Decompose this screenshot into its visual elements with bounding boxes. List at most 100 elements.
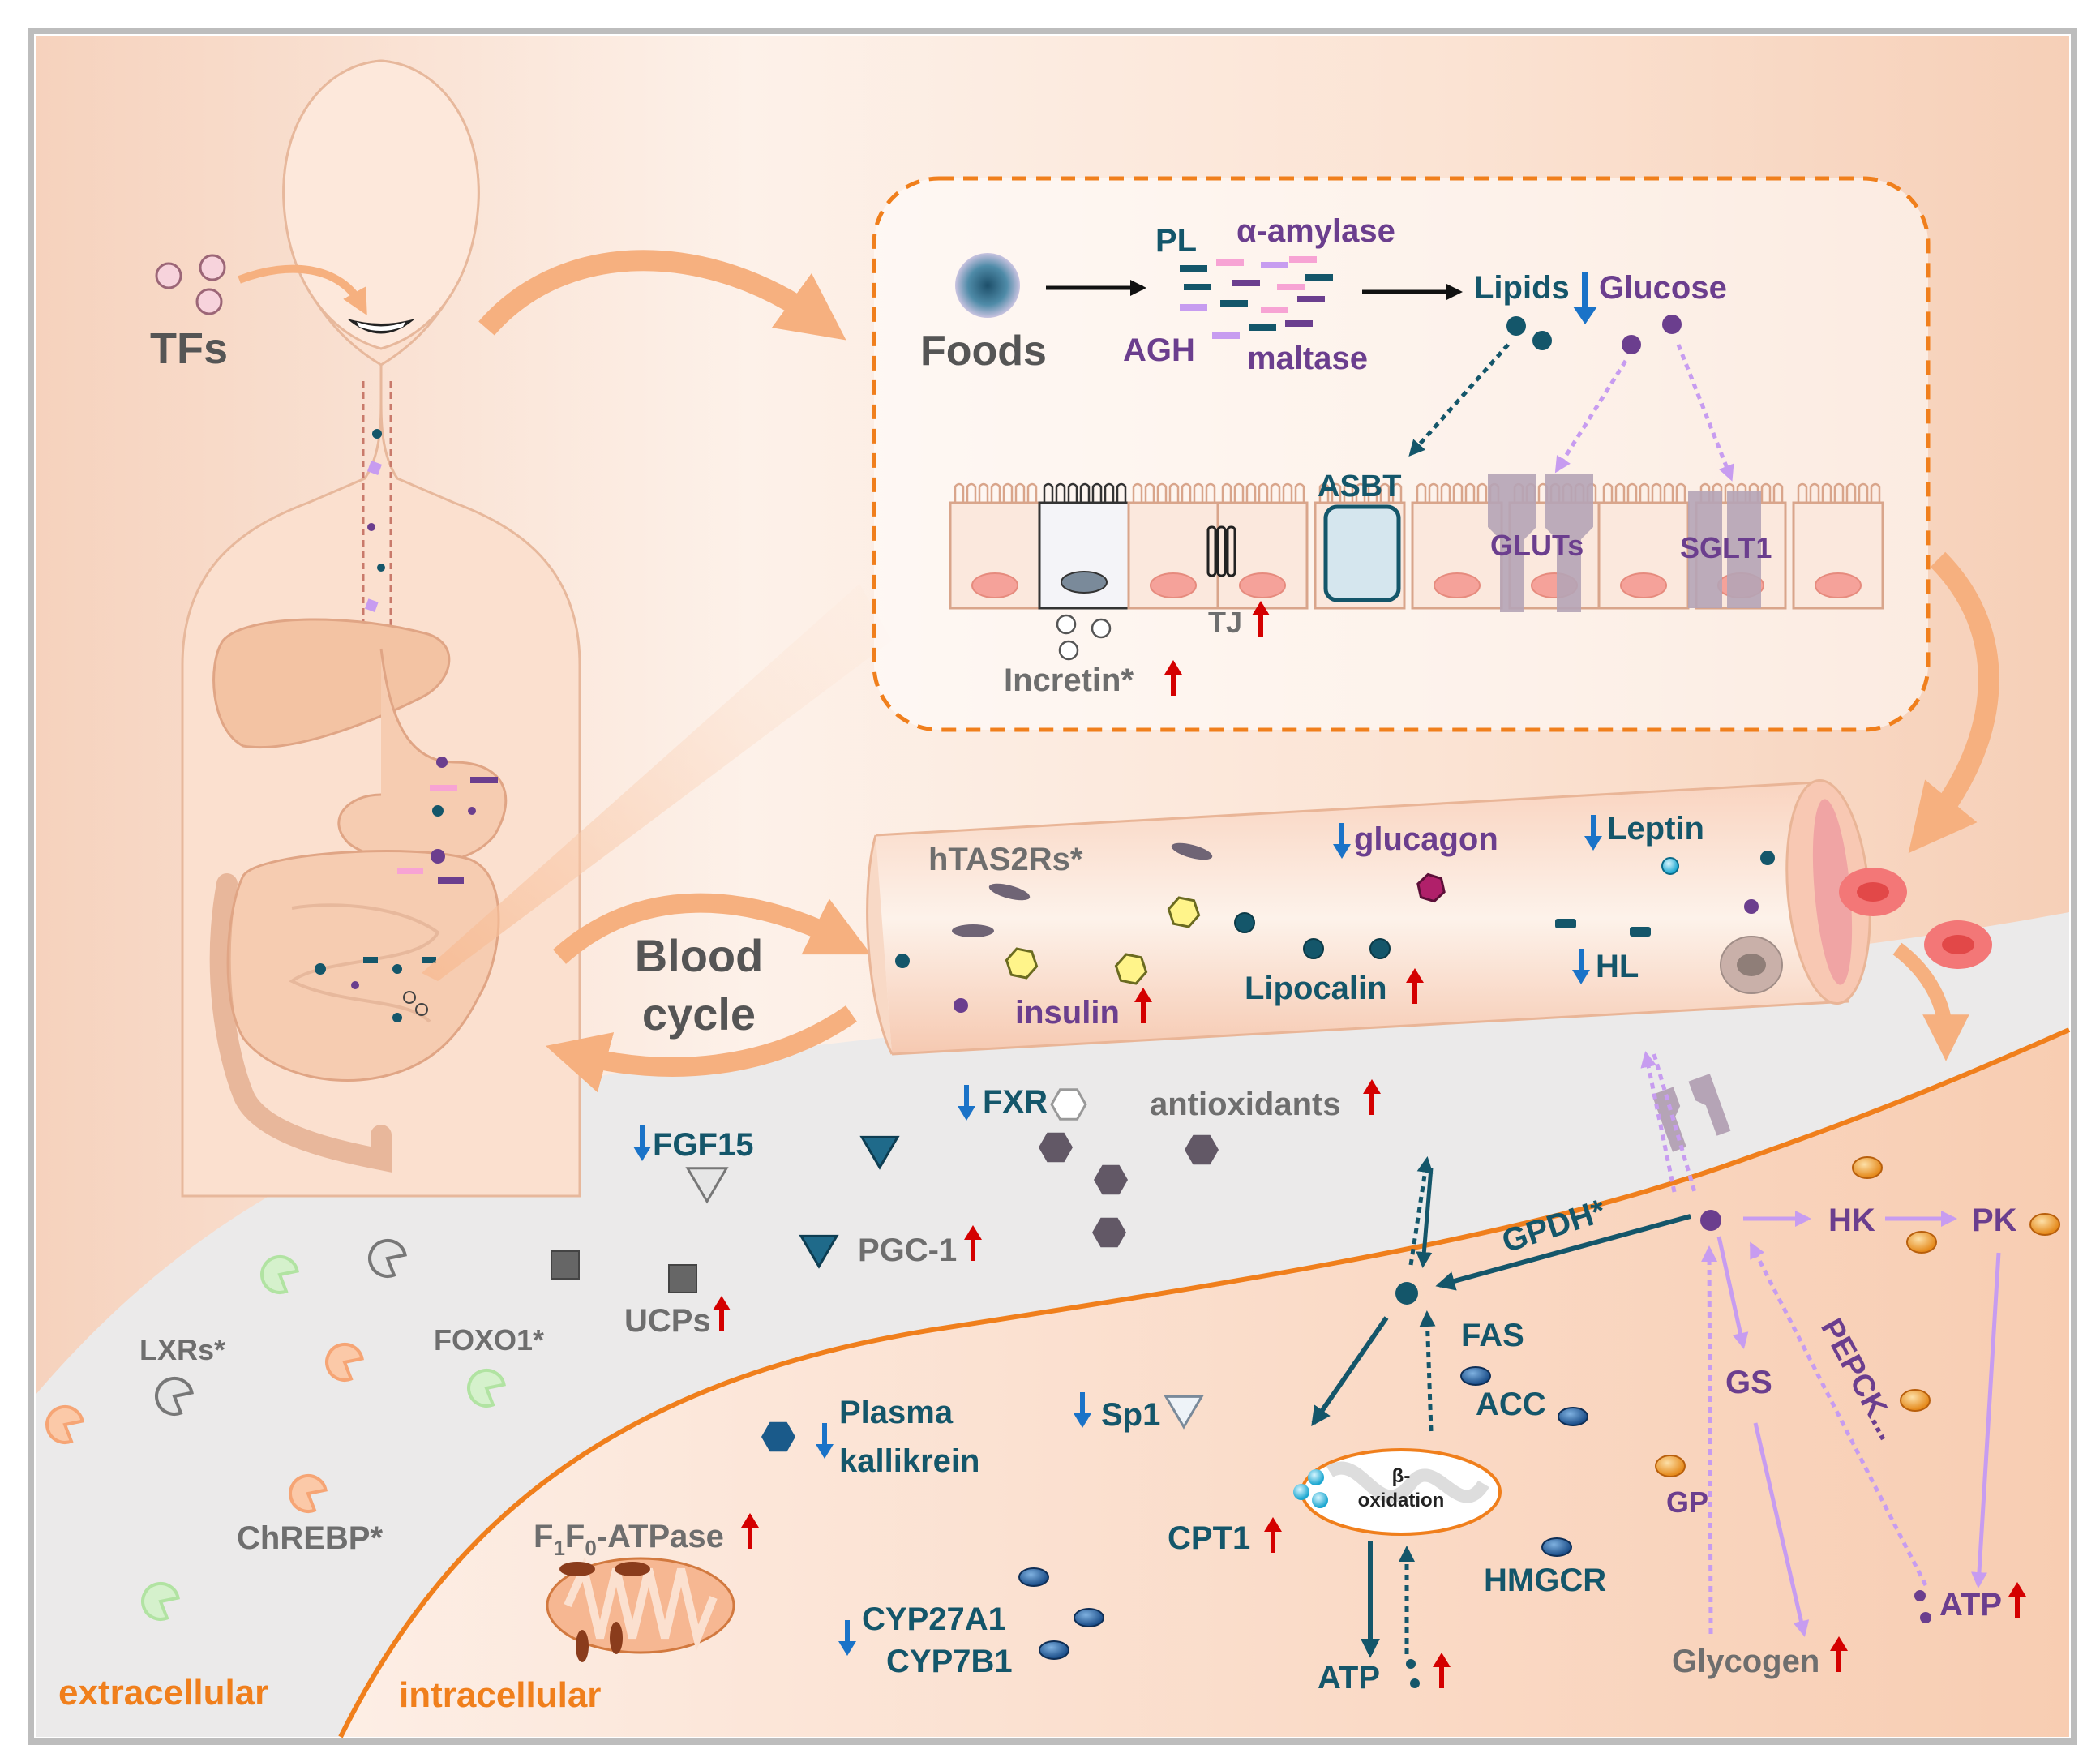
beta-oxidation-mitochondrion [1293, 1448, 1502, 1536]
sglt1-transporter [1688, 491, 1761, 608]
atpase-mitochondrion [546, 1556, 735, 1662]
chrebp-label: ChREBP* [237, 1520, 383, 1556]
foods-label: Foods [920, 328, 1047, 375]
lipids-label: Lipids [1474, 270, 1570, 306]
insulin-label: insulin [1015, 995, 1120, 1031]
atp-left-label: ATP [1318, 1660, 1380, 1696]
beta-label: β- [1392, 1465, 1411, 1487]
kallikrein-label: kallikrein [839, 1443, 979, 1479]
decrease-arrow-icon [958, 1085, 975, 1121]
alpha-amylase-label: α-amylase [1236, 213, 1395, 249]
epithelial-cell [1792, 482, 1884, 610]
intracellular-label: intracellular [399, 1675, 601, 1715]
glucagon-hexagon-icon [1416, 872, 1446, 903]
pk-label: PK [1972, 1203, 2017, 1238]
lxrs-label: LXRs* [139, 1333, 225, 1366]
antioxidant-hexagon-icon [1094, 1164, 1128, 1195]
increase-arrow-icon [1264, 1517, 1282, 1553]
decrease-arrow-icon [816, 1423, 834, 1459]
incretin-label: Incretin* [1004, 662, 1134, 698]
increase-arrow-icon [1134, 988, 1152, 1023]
enzyme-orange-icon [1906, 1231, 1937, 1254]
receptor-icon [260, 1255, 299, 1294]
increase-arrow-icon [1164, 660, 1182, 696]
agh-label: AGH [1123, 332, 1195, 368]
epithelial-cell [1597, 482, 1690, 610]
epithelial-cell [1127, 482, 1219, 610]
body-to-inset-arrow [478, 250, 846, 341]
cyp27a1-label: CYP27A1 [862, 1601, 1006, 1637]
receptor-icon [155, 1377, 194, 1416]
cpt1-label: CPT1 [1168, 1520, 1250, 1556]
pgc1-triangle-icon [799, 1234, 839, 1269]
food-icon [955, 253, 1020, 318]
decrease-arrow-icon [1584, 815, 1602, 851]
epithelial-cell [949, 482, 1041, 610]
insulin-hexagon-icon [1005, 947, 1039, 980]
enzyme-blue-icon [1039, 1640, 1069, 1660]
cell-membrane [338, 1027, 2071, 1738]
sp1-triangle-icon [1164, 1395, 1204, 1430]
hexagon-icon [1005, 872, 1446, 985]
enzyme-balls [1018, 1156, 2060, 1660]
gluts-transporter [1488, 474, 1593, 612]
enzyme-orange-icon [1655, 1455, 1686, 1477]
increase-arrow-icon [713, 1296, 731, 1331]
receptor-icon [368, 1239, 407, 1278]
gs-label: GS [1725, 1365, 1772, 1400]
receptor-icon [141, 1582, 180, 1621]
enzyme-fragments [1180, 256, 1333, 339]
intracellular-region [341, 1030, 2069, 1737]
lipid-node [1395, 1282, 1418, 1305]
sglt1-label: SGLT1 [1680, 531, 1772, 564]
human-body [181, 59, 581, 1198]
asbt-label: ASBT [1318, 469, 1401, 504]
htas2rs-label: hTAS2Rs* [928, 842, 1083, 877]
tj-label: TJ [1208, 606, 1242, 639]
gluts-label: GLUTs [1490, 529, 1584, 562]
antioxidant-hexagon-icon [1092, 1217, 1126, 1248]
tight-junction-icon [1206, 525, 1236, 577]
pl-label: PL [1155, 223, 1197, 259]
epithelial-cell [1038, 482, 1130, 610]
receptor-icon [45, 1405, 84, 1444]
pgc1-label: PGC-1 [858, 1233, 957, 1268]
extracellular-label: extracellular [58, 1673, 268, 1713]
acc-label: ACC [1476, 1387, 1546, 1422]
epithelial-cell [1411, 482, 1503, 610]
enzyme-blue-icon [1074, 1608, 1104, 1627]
enzyme-orange-icon [1852, 1156, 1883, 1179]
increase-arrow-icon [964, 1225, 982, 1261]
fxr-label: FXR [983, 1084, 1048, 1120]
mouth-icon [347, 319, 415, 334]
decrease-arrow-icon [633, 1125, 651, 1161]
glucagon-label: glucagon [1354, 821, 1498, 857]
increase-arrow-icon [1363, 1079, 1381, 1115]
increase-arrow-icon [741, 1513, 759, 1549]
cyp7b1-label: CYP7B1 [886, 1644, 1013, 1679]
atpase-label: F1F0-ATPase [534, 1519, 724, 1560]
glucose-label: Glucose [1599, 270, 1727, 306]
antioxidant-hexagon-icon [1185, 1134, 1219, 1165]
fxr-hexagon-icon [1050, 1088, 1087, 1121]
foxo1-label: FOXO1* [434, 1323, 544, 1357]
receptor-icon [467, 1369, 506, 1408]
increase-arrow-icon [2008, 1582, 2026, 1618]
increase-arrow-icon [1433, 1653, 1451, 1688]
atp-right-label: ATP [1939, 1587, 2002, 1623]
enzyme-blue-icon [1541, 1537, 1572, 1557]
maltase-label: maltase [1247, 341, 1368, 376]
fgf15-label: FGF15 [653, 1127, 753, 1163]
enzyme-blue-icon [1018, 1567, 1049, 1587]
intestine-inset-box [872, 176, 1931, 732]
decrease-arrow-icon [1572, 949, 1590, 984]
blood-vessel [866, 778, 1871, 1056]
fgf15-triangle-icon [685, 1167, 729, 1204]
enzyme-orange-icon [1900, 1389, 1931, 1412]
tfs-particles [155, 254, 226, 315]
zoom-beam [422, 584, 892, 981]
insulin-hexagon-icon [1114, 953, 1148, 985]
increase-arrow-icon [1252, 601, 1270, 637]
kallikrein-hexagon-icon [761, 1421, 795, 1452]
